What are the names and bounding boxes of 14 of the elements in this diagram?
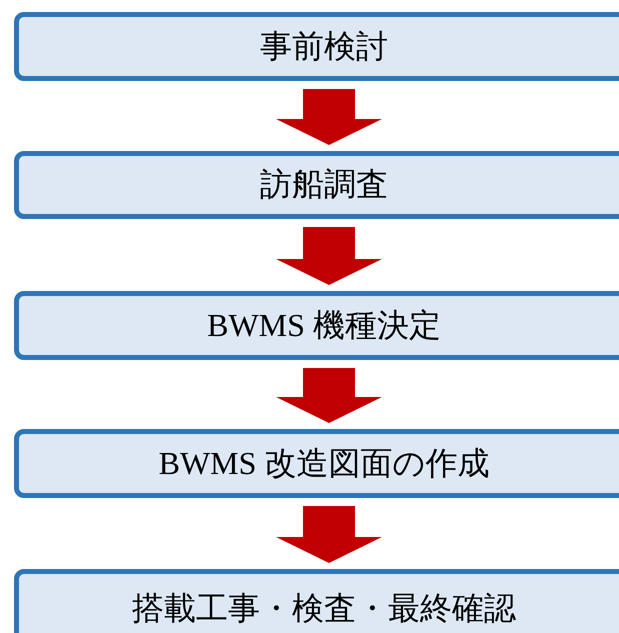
- block-arrow: [276, 506, 382, 563]
- process-box: [14, 429, 619, 498]
- process-box: [14, 12, 619, 81]
- process-box: [14, 291, 619, 360]
- block-arrow: [276, 89, 382, 145]
- step-label: 搭載工事・検査・最終確認: [132, 589, 516, 628]
- block-arrow: [276, 368, 382, 423]
- process-box: [14, 151, 619, 219]
- process-box: [14, 569, 619, 633]
- block-arrow: [276, 227, 382, 285]
- step-label: 訪船調査: [260, 165, 388, 204]
- step-label: 事前検討: [260, 26, 388, 66]
- step-label: BWMS 改造図面の作成: [158, 444, 490, 482]
- step-label: BWMS 機種決定: [207, 306, 441, 344]
